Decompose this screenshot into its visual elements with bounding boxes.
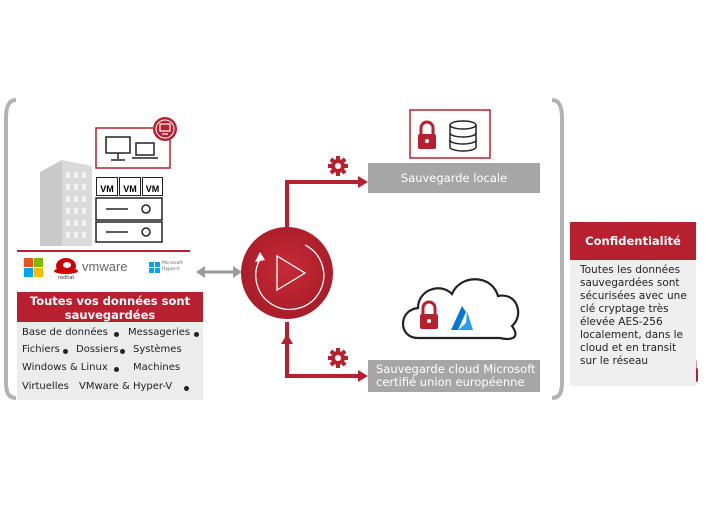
left-bracket: [4, 98, 17, 400]
cloud-backup-label: Sauvegarde cloud Microsoft certifié unio…: [368, 360, 540, 392]
vm-box-2: VM: [119, 177, 141, 196]
hyperv-logo: [149, 262, 160, 273]
windows-logo: [24, 258, 43, 277]
right-bracket: [551, 98, 564, 400]
list-item: Windows & Linux: [22, 362, 108, 373]
vm-label: VM: [123, 184, 137, 194]
sources-list: Base de données Messageries Fichiers Dos…: [17, 322, 203, 400]
list-item: Virtuelles: [22, 381, 69, 392]
list-item: VMware & Hyper-V: [79, 381, 173, 392]
sources-title: Toutes vos données sont sauvegardées: [17, 292, 203, 322]
vm-label: VM: [100, 184, 114, 194]
server-building-icon: [40, 160, 92, 246]
gear-icon-cloud: [328, 348, 348, 368]
local-backup-label: Sauvegarde locale: [368, 163, 540, 193]
list-item: Machines: [133, 362, 181, 373]
confidentiality-title: Confidentialité: [570, 222, 696, 260]
backup-engine-icon: [241, 227, 333, 319]
network-badge-icon: [153, 117, 177, 141]
gear-icon-local: [328, 156, 348, 176]
bidirectional-arrow-icon: [196, 266, 242, 278]
cloud-backup-label-line2: certifié union européenne: [376, 375, 525, 389]
redhat-logo: [54, 258, 78, 274]
local-storage-icon: [409, 109, 491, 159]
list-item: Dossiers: [76, 344, 119, 355]
list-item: Base de données: [22, 327, 108, 338]
redhat-logo-text: redhat: [58, 275, 75, 281]
list-item: Messageries: [128, 327, 191, 338]
vmware-logo-text: vmware: [82, 259, 128, 274]
vm-label: VM: [145, 184, 160, 194]
vm-box-3: VM: [142, 177, 163, 196]
list-item: Systèmes: [133, 344, 182, 355]
cloud-storage-icon: [402, 278, 520, 341]
confidentiality-text: Toutes les données sauvegardées sont séc…: [580, 264, 687, 367]
hyperv-logo-text: Microsoft Hyper-V: [162, 261, 183, 272]
connector-to-local: [285, 180, 360, 230]
confidentiality-box: Toutes les données sauvegardées sont séc…: [570, 260, 696, 386]
vm-box-1: VM: [96, 177, 118, 196]
server-rack-icon: [95, 197, 163, 243]
connector-to-cloud: [285, 322, 360, 378]
cloud-backup-label-line1: Sauvegarde cloud Microsoft: [376, 362, 536, 376]
list-item: Fichiers: [22, 344, 60, 355]
